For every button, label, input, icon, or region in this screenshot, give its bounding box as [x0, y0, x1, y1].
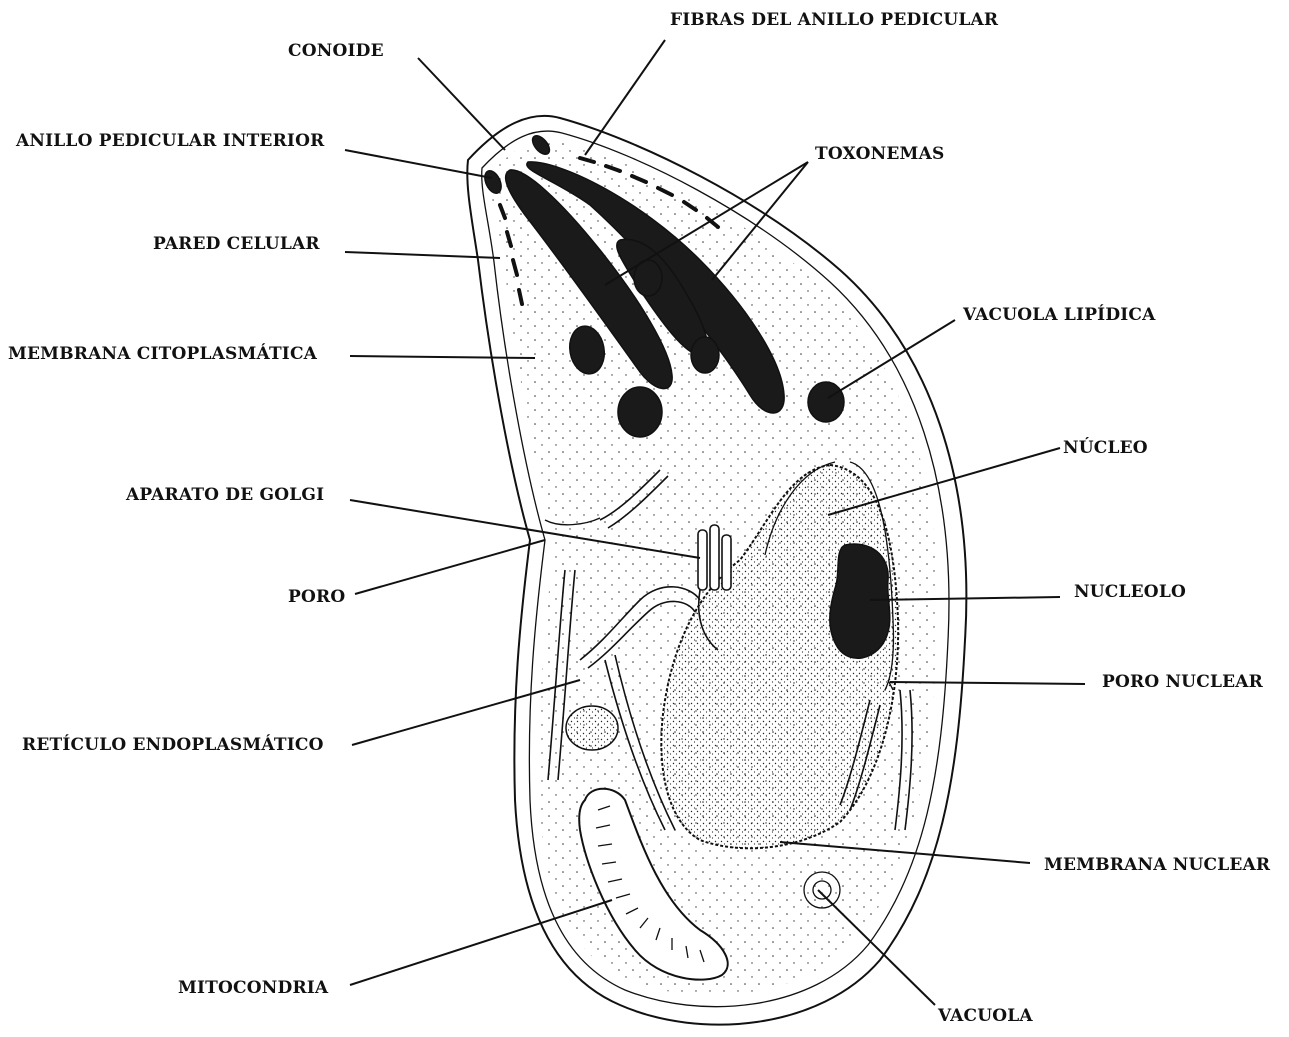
toxoneme-granule-4: [691, 337, 719, 373]
label-nucleolo: NUCLEOLO: [1074, 582, 1186, 602]
label-aparato-golgi: APARATO DE GOLGI: [125, 485, 324, 505]
label-anillo-pedicular-interior: ANILLO PEDICULAR INTERIOR: [15, 131, 325, 151]
label-membrana-nuclear: MEMBRANA NUCLEAR: [1044, 855, 1271, 875]
label-membrana-citoplasmatica: MEMBRANA CITOPLASMÁTICA: [8, 343, 318, 364]
leader-anillo: [345, 150, 492, 178]
label-poro: PORO: [288, 587, 345, 607]
leader-conoide: [418, 58, 505, 150]
label-nucleo: NÚCLEO: [1063, 437, 1148, 458]
leader-fibras: [585, 40, 665, 155]
stippled-vesicle: [566, 706, 618, 750]
label-poro-nuclear: PORO NUCLEAR: [1102, 672, 1264, 692]
leader-poro: [355, 540, 545, 594]
label-toxonemas: TOXONEMAS: [815, 144, 944, 164]
label-fibras-anillo-pedicular: FIBRAS DEL ANILLO PEDICULAR: [670, 10, 999, 30]
label-pared-celular: PARED CELULAR: [153, 234, 320, 254]
label-vacuola: VACUOLA: [937, 1006, 1033, 1026]
golgi-cisterna-2: [710, 525, 719, 590]
golgi-cisterna-3: [722, 535, 731, 590]
nucleolus: [830, 544, 890, 658]
label-conoide: CONOIDE: [288, 41, 384, 61]
toxoneme-granule-2: [618, 387, 662, 437]
golgi-cisterna-1: [698, 530, 707, 590]
label-mitocondria: MITOCONDRIA: [178, 978, 329, 998]
lipid-vacuole: [808, 382, 844, 422]
label-reticulo-endoplasmatico: RETÍCULO ENDOPLASMÁTICO: [22, 734, 324, 755]
label-vacuola-lipidica: VACUOLA LIPÍDICA: [962, 304, 1156, 325]
